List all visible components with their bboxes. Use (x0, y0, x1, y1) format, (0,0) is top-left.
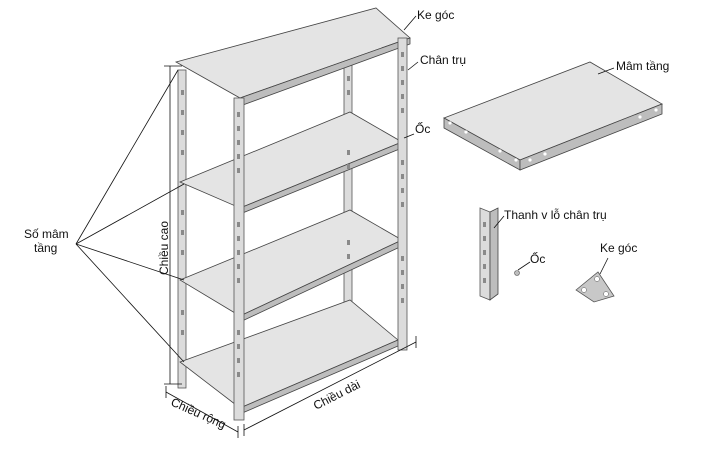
ke-goc-leader (403, 15, 417, 31)
so-mam-tang-label-line1: Số mâm (24, 227, 69, 241)
ke-goc-part-label: Ke góc (600, 241, 637, 255)
mam-tang-label: Mâm tầng (616, 59, 669, 73)
chieu-cao-label: Chiều cao (157, 221, 171, 275)
shelf-level-4 (179, 299, 399, 415)
chieu-rong-label: Chiều rộng (169, 395, 228, 432)
oc-part-leader (517, 261, 531, 271)
shelf-count-leaders (75, 69, 185, 363)
corner-bracket-part (575, 271, 615, 303)
mam-tang-leader (597, 67, 615, 75)
chan-tru-leader (407, 61, 419, 71)
shelf-panel-part (443, 61, 663, 171)
thanh-v-label: Thanh v lỗ chân trụ (504, 207, 607, 222)
front-right-post (397, 37, 408, 351)
oc-top-leader (403, 133, 415, 139)
chan-tru-label: Chân trụ (420, 53, 466, 67)
bolt-part (514, 270, 520, 276)
shelf-level-3 (179, 209, 403, 323)
width-dimension (165, 386, 239, 438)
rear-post-slots (181, 76, 350, 335)
shelf-level-1 (174, 7, 411, 107)
height-dimension (164, 65, 182, 385)
oc-part-label: Ốc (530, 251, 545, 266)
front-left-post (233, 97, 245, 421)
length-dimension (243, 336, 417, 436)
angle-post-part (479, 207, 499, 301)
ke-goc-top-label: Ke góc (417, 8, 454, 22)
ke-goc-part-leader (599, 257, 609, 275)
oc-top-label: Ốc (415, 121, 430, 136)
thanh-v-leader (493, 215, 505, 229)
shelf-level-2 (178, 111, 403, 215)
so-mam-tang-label-line2: tầng (34, 241, 57, 255)
rear-left-post (177, 69, 187, 389)
